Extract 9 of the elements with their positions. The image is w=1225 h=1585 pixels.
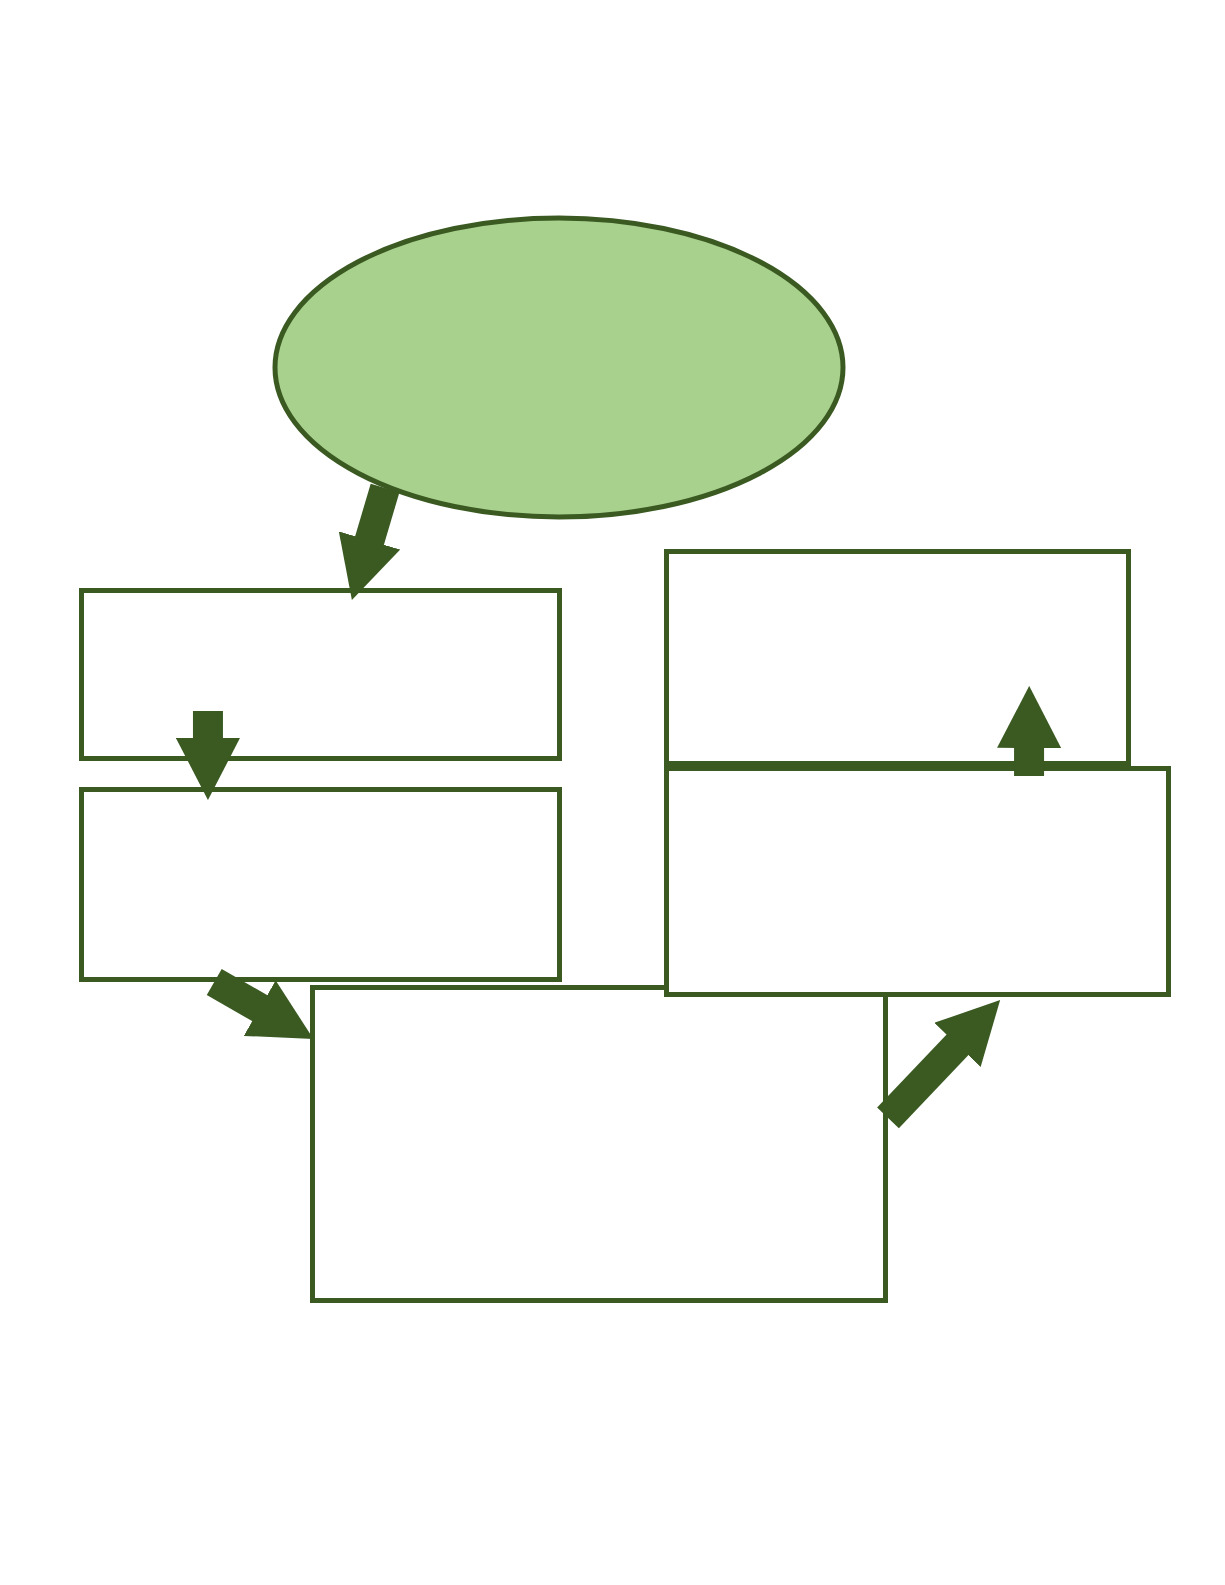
block-arrow [175, 711, 240, 801]
empty-box [664, 766, 1171, 997]
empty-box [79, 588, 562, 761]
block-arrow [338, 483, 401, 600]
empty-box [310, 985, 888, 1303]
block-arrow [877, 1000, 1001, 1129]
empty-box [664, 549, 1131, 766]
empty-box [79, 787, 562, 982]
block-arrow [997, 685, 1062, 776]
